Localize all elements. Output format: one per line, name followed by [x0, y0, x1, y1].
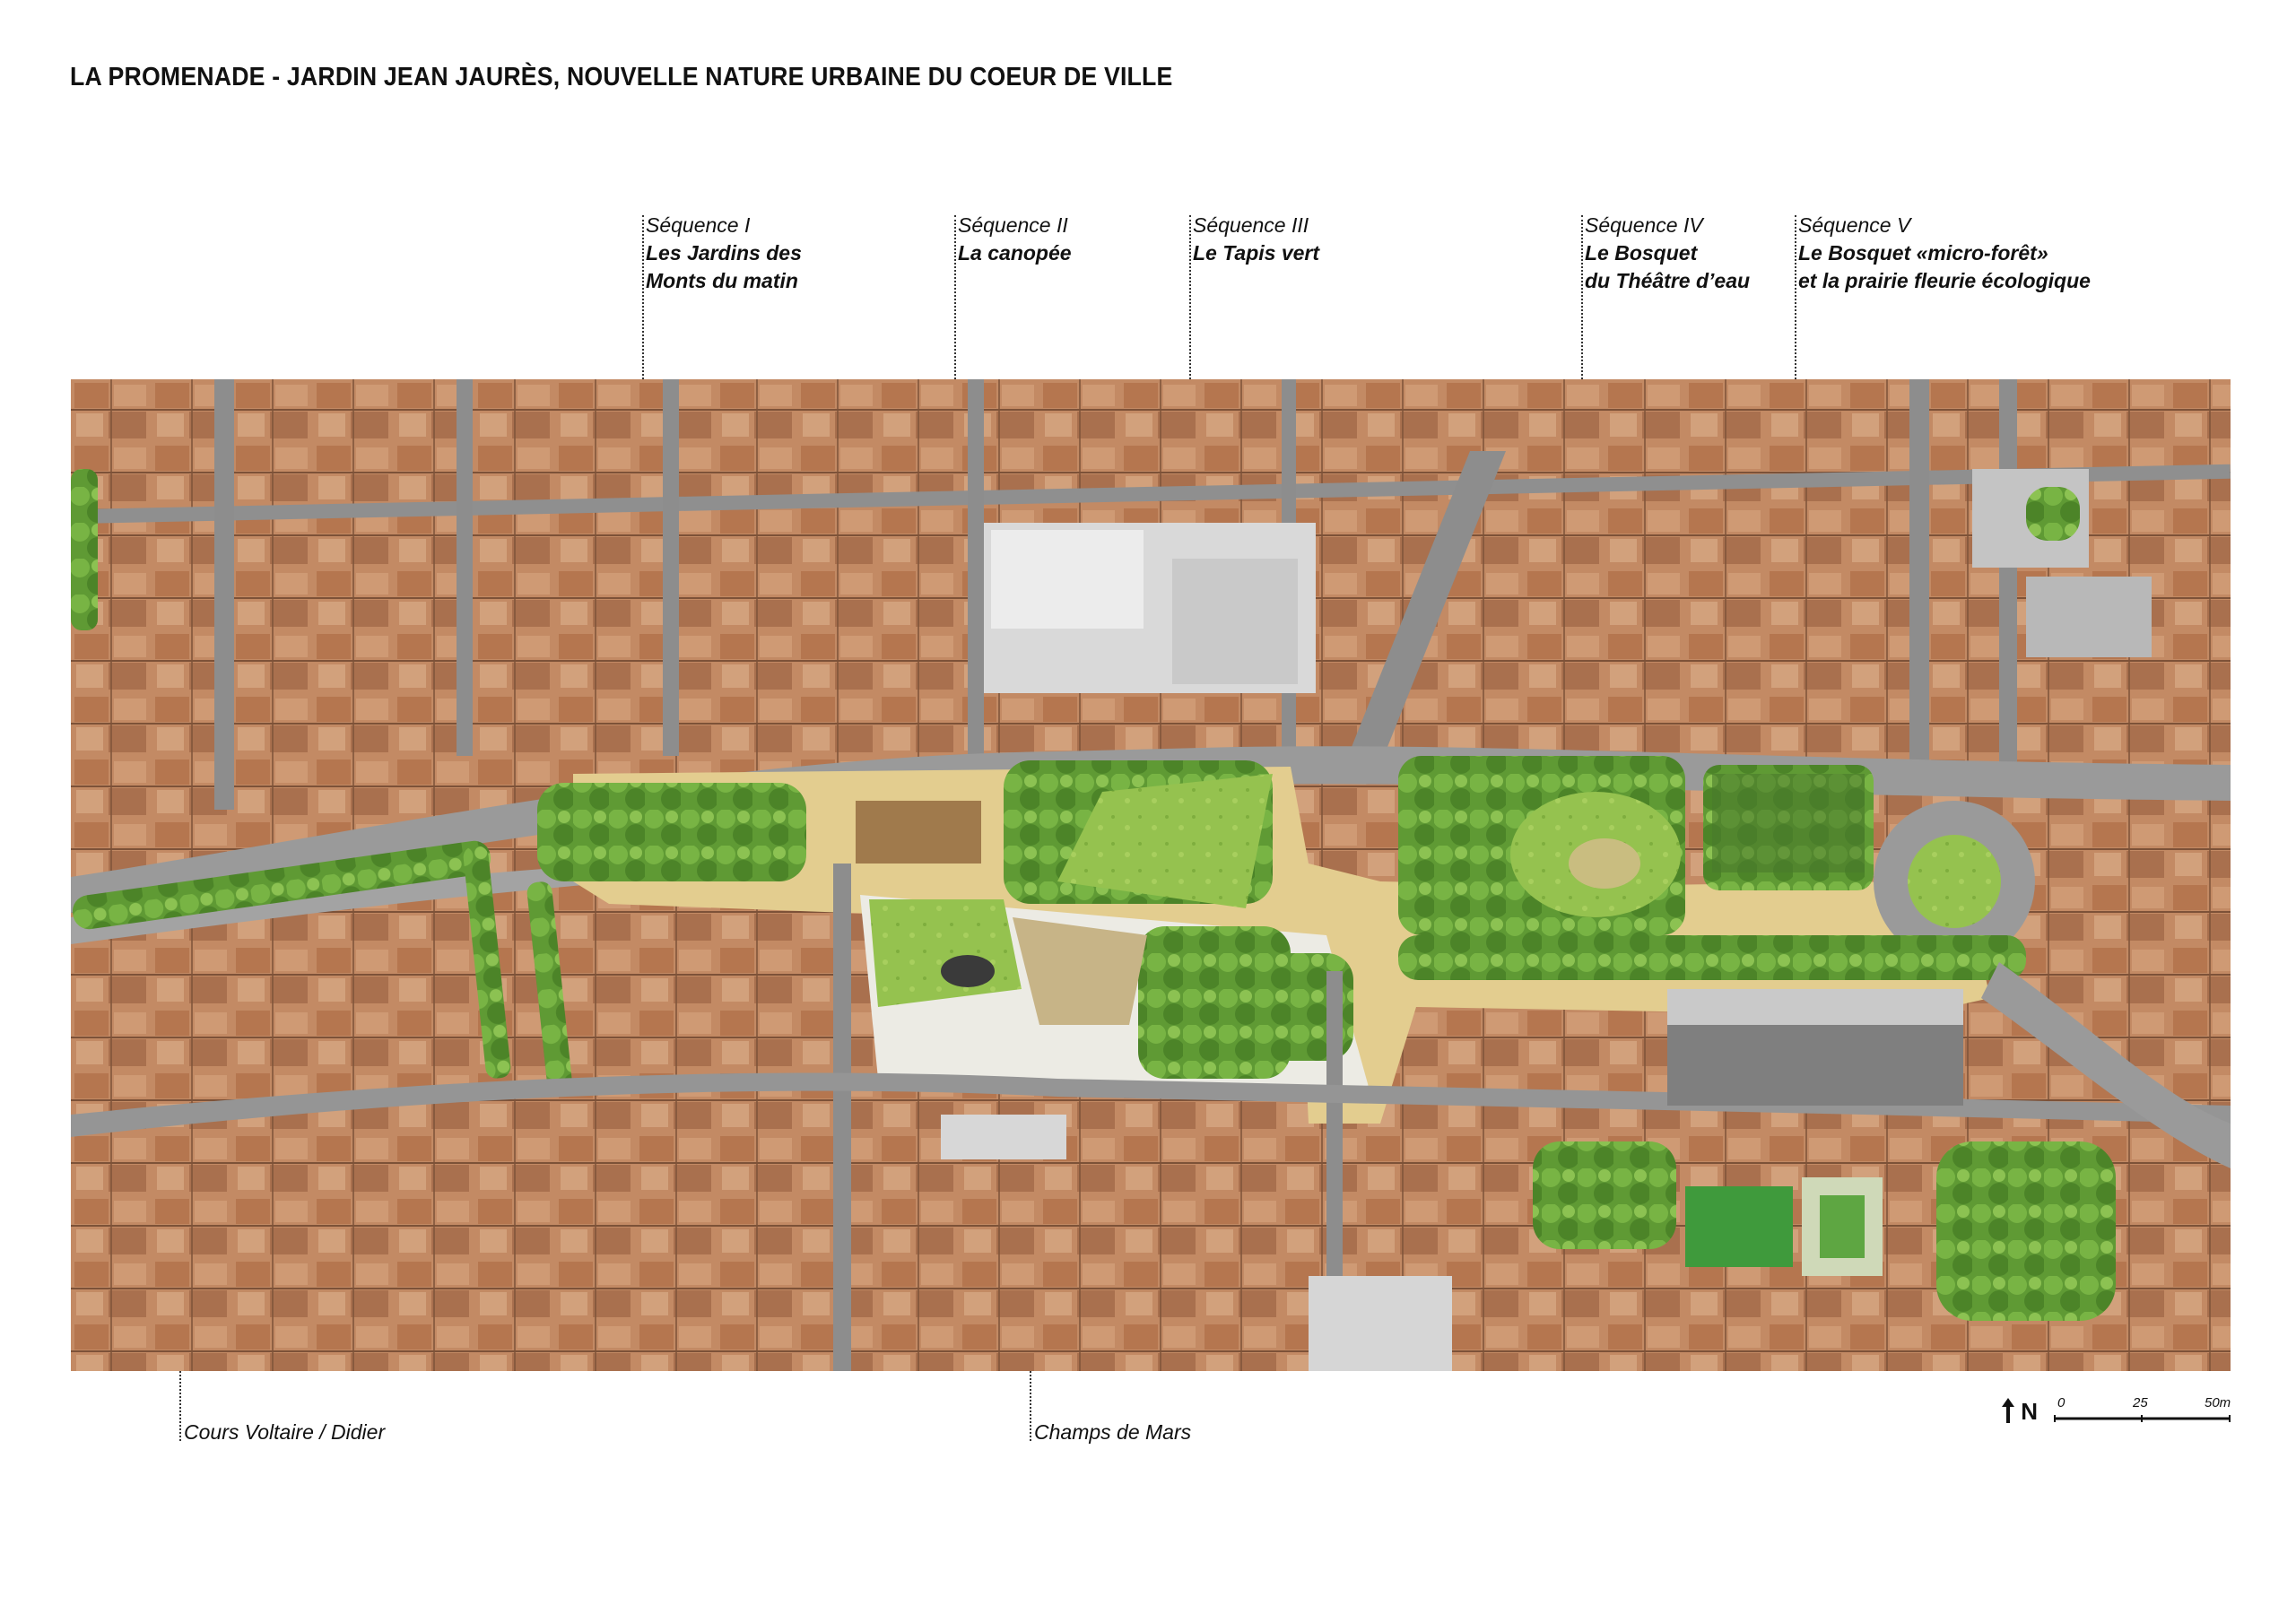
sequence-name: Monts du matin [646, 269, 798, 292]
sequence-name: Le Bosquet [1585, 241, 1698, 265]
page-title: LA PROMENADE - JARDIN JEAN JAURÈS, NOUVE… [70, 63, 1173, 91]
place-label-champs-de-mars: Champs de Mars [1034, 1420, 1192, 1444]
aerial-plan-map [71, 379, 2231, 1371]
sequence-number: Séquence I [646, 213, 751, 237]
sequence-name: Le Bosquet «micro-forêt» [1798, 241, 2048, 265]
sequence-label-3: Séquence III Le Tapis vert [1193, 212, 1319, 267]
sequence-name: Le Tapis vert [1193, 241, 1320, 265]
sequence-number: Séquence II [958, 213, 1068, 237]
sequence-label-2: Séquence II La canopée [958, 212, 1072, 267]
leader-line [1795, 215, 1796, 379]
north-arrow-icon [2002, 1398, 2014, 1423]
sequence-name: et la prairie fleurie écologique [1798, 269, 2091, 292]
scale-bar-line [2054, 1415, 2231, 1422]
scale-tick-label: 0 [2057, 1395, 2066, 1410]
sequence-name: La canopée [958, 241, 1072, 265]
scale-tick-label: 25 [2133, 1395, 2148, 1410]
sequence-label-5: Séquence V Le Bosquet «micro-forêt» et l… [1798, 212, 2091, 295]
aerial-plan-drawing [71, 379, 2231, 1371]
leader-line [954, 215, 956, 379]
sequence-number: Séquence V [1798, 213, 1911, 237]
street-label-cours-voltaire: Cours Voltaire / Didier [184, 1420, 386, 1444]
sequence-number: Séquence III [1193, 213, 1309, 237]
leader-line [1030, 1371, 1031, 1441]
leader-line [179, 1371, 181, 1441]
leader-line [1581, 215, 1583, 379]
sequence-name: Les Jardins des [646, 241, 802, 265]
leader-line [1189, 215, 1191, 379]
leader-line [642, 215, 644, 379]
sequence-label-1: Séquence I Les Jardins des Monts du mati… [646, 212, 802, 295]
sequence-label-4: Séquence IV Le Bosquet du Théâtre d’eau [1585, 212, 1750, 295]
sequence-name: du Théâtre d’eau [1585, 269, 1751, 292]
north-indicator: N [2002, 1398, 2038, 1426]
north-label: N [2021, 1398, 2039, 1425]
sequence-number: Séquence IV [1585, 213, 1703, 237]
scale-tick-label: 50m [2205, 1395, 2231, 1410]
